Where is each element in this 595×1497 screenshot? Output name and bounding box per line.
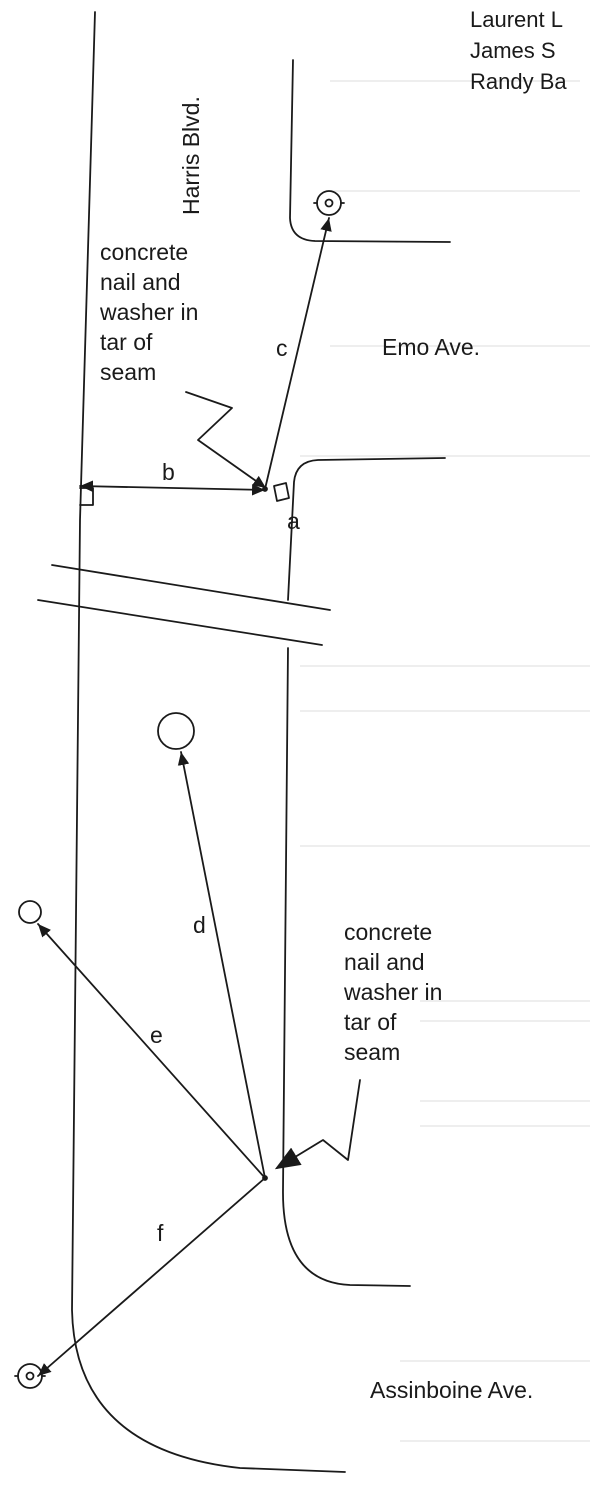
tie-line-f — [37, 1177, 266, 1377]
ghost-line — [300, 845, 590, 847]
tie-line-e — [37, 923, 266, 1179]
header-name: Randy Ba — [470, 69, 567, 94]
right-angle-mark — [79, 487, 94, 506]
note-line: seam — [344, 1039, 401, 1065]
harris-west-curb — [71, 11, 346, 1473]
note-line: tar of — [344, 1009, 397, 1035]
tie-label-a: a — [287, 508, 300, 534]
ghost-line — [300, 455, 590, 457]
street-label-harris: Harris Blvd. — [178, 96, 204, 215]
emo-south-curb — [287, 457, 446, 601]
note-line: concrete — [344, 919, 433, 945]
harris-east-curb-south — [282, 647, 411, 1287]
note-upper: concrete nail and washer in tar of seam — [100, 237, 198, 387]
ghost-line — [330, 80, 580, 82]
right-angle-mark — [273, 482, 290, 502]
tie-label-e: e — [150, 1022, 163, 1048]
manhole-icon — [157, 712, 195, 750]
note-line: tar of — [100, 329, 153, 355]
marker-icon — [18, 900, 42, 924]
header-names: Laurent L James S Randy Ba — [470, 4, 567, 97]
ghost-line — [420, 1125, 590, 1127]
nail-lower — [262, 1175, 268, 1181]
break-line — [37, 599, 323, 646]
tie-label-d: d — [193, 912, 206, 938]
note-line: nail and — [344, 949, 425, 975]
ghost-line — [420, 1000, 590, 1002]
header-name: Laurent L — [470, 7, 563, 32]
note-line: washer in — [100, 299, 199, 325]
ghost-line — [420, 1020, 590, 1022]
harris-east-curb-north — [289, 59, 451, 243]
ghost-line — [400, 1440, 590, 1442]
note-lower: concrete nail and washer in tar of seam — [344, 917, 442, 1067]
street-label-assiniboine: Assinboine Ave. — [370, 1377, 534, 1403]
note-line: concrete — [100, 239, 189, 265]
street-label-emo: Emo Ave. — [382, 334, 481, 360]
ghost-line — [330, 345, 590, 347]
break-line — [51, 564, 331, 611]
tie-label-b: b — [162, 459, 175, 485]
header-name: James S — [470, 38, 556, 63]
tie-line-b — [79, 480, 266, 496]
ghost-line — [420, 1100, 590, 1102]
note-pointer-upper — [185, 391, 267, 489]
tie-label-f: f — [157, 1220, 164, 1246]
ghost-line — [300, 710, 590, 712]
ghost-line — [300, 665, 590, 667]
tie-line-d — [177, 751, 266, 1179]
note-pointer-lower — [274, 1079, 361, 1170]
tie-label-c: c — [276, 335, 288, 361]
survey-monument-icon — [14, 1363, 46, 1389]
ghost-line — [400, 1360, 590, 1362]
nail-upper — [262, 486, 268, 492]
note-line: washer in — [344, 979, 443, 1005]
note-line: seam — [100, 359, 157, 385]
tie-line-c — [264, 217, 332, 490]
survey-monument-icon — [313, 190, 345, 216]
note-line: nail and — [100, 269, 181, 295]
ghost-line — [330, 190, 580, 192]
